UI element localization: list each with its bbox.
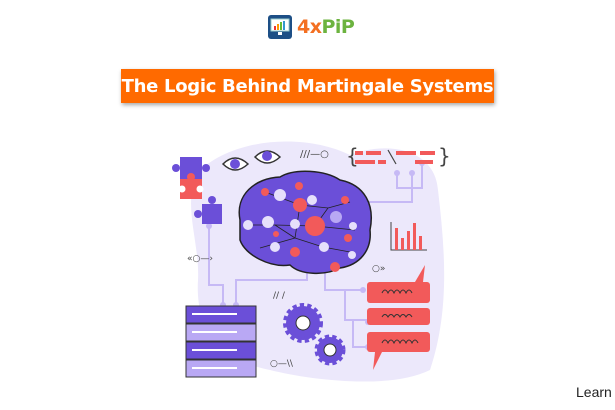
brain-network-illustration: ///—○ { } «○—› ○» // / ○—\\: [172, 141, 451, 382]
logo[interactable]: 4xPiP: [268, 15, 355, 39]
svg-text:}: }: [438, 144, 451, 168]
gears-icon: [283, 303, 346, 366]
arrow-symbols: «○—› ○» // / ○—\\: [187, 254, 385, 369]
speech-bubbles-icon: [367, 265, 430, 370]
code-brackets-icon: ///—○ { }: [300, 144, 451, 168]
svg-text:○—\\: ○—\\: [270, 359, 294, 369]
learn-link[interactable]: Learn: [576, 384, 612, 400]
logo-chart-icon: [268, 15, 292, 39]
svg-text:// /: // /: [273, 291, 286, 301]
title-banner: The Logic Behind Martingale Systems: [121, 69, 494, 103]
logo-text-pip: PiP: [321, 16, 355, 38]
bar-chart-icon: [390, 222, 427, 251]
brain-icon: [238, 170, 372, 274]
server-rack-icon: [185, 305, 257, 378]
svg-text:///—○: ///—○: [300, 149, 329, 160]
logo-text: 4xPiP: [297, 16, 355, 38]
page-title: The Logic Behind Martingale Systems: [121, 75, 494, 97]
svg-text:{: {: [346, 144, 359, 168]
svg-text:«○—›: «○—›: [187, 254, 213, 264]
eyes-icon: [221, 150, 282, 171]
puzzle-pieces-icon: [172, 157, 222, 224]
svg-text:○»: ○»: [372, 264, 385, 274]
logo-text-4x: 4x: [297, 16, 322, 38]
